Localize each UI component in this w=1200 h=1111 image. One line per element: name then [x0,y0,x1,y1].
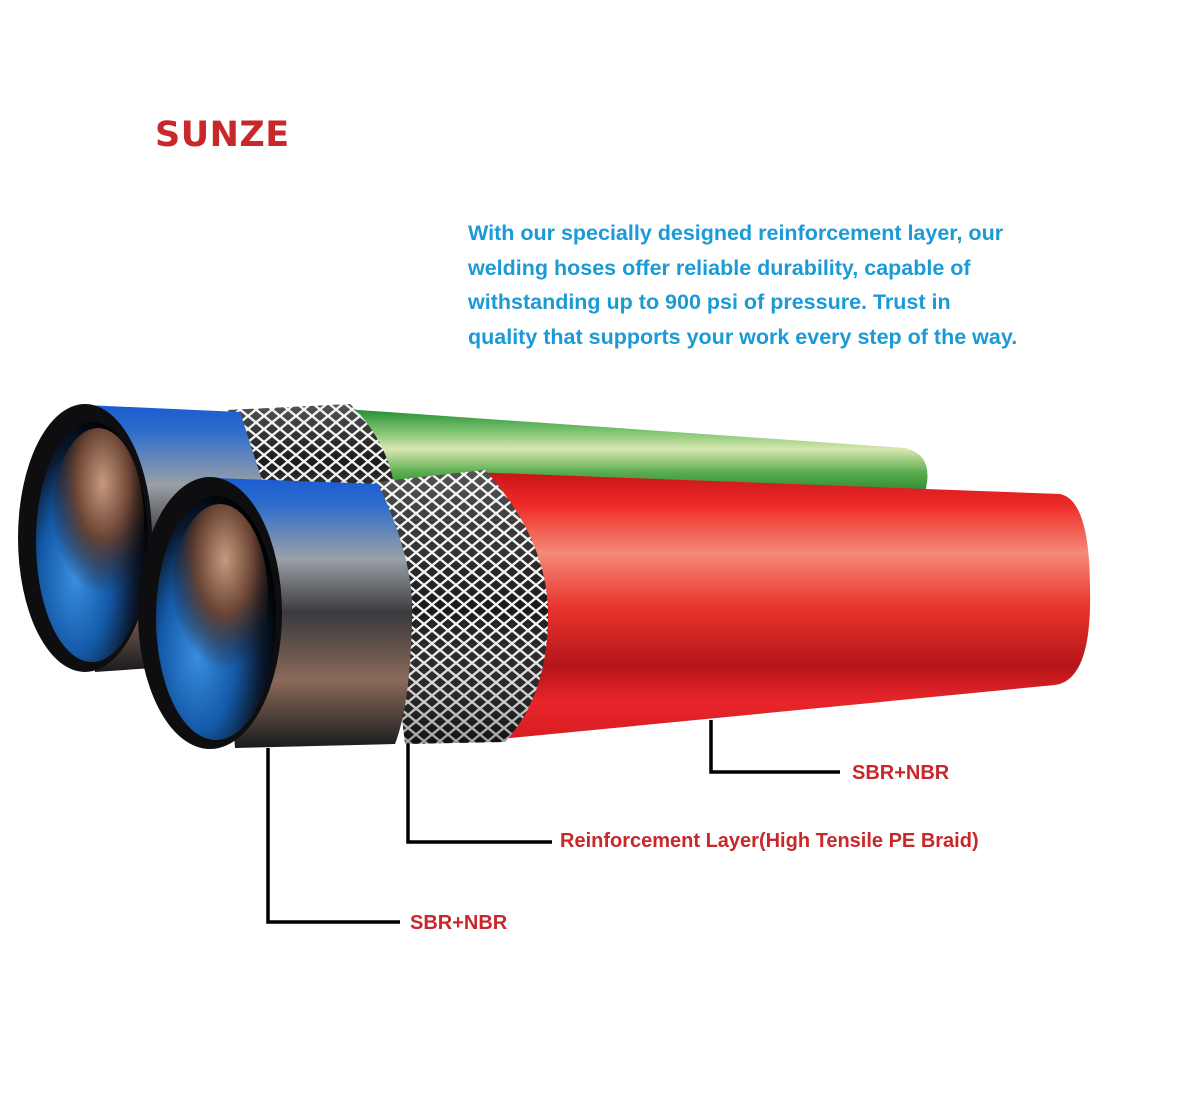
front-hose [138,470,1091,749]
callout-label-reinforcement-layer: Reinforcement Layer(High Tensile PE Brai… [560,830,979,852]
brand-logo: SUNZE [155,115,290,155]
leader-line-inner-tube [266,748,400,924]
product-description: With our specially designed reinforcemen… [468,221,1018,349]
callout-label-outer-cover: SBR+NBR [852,762,950,784]
callout-label-inner-tube: SBR+NBR [410,912,508,934]
leader-line-outer-cover [709,720,840,774]
leader-line-reinforcement [406,744,552,844]
